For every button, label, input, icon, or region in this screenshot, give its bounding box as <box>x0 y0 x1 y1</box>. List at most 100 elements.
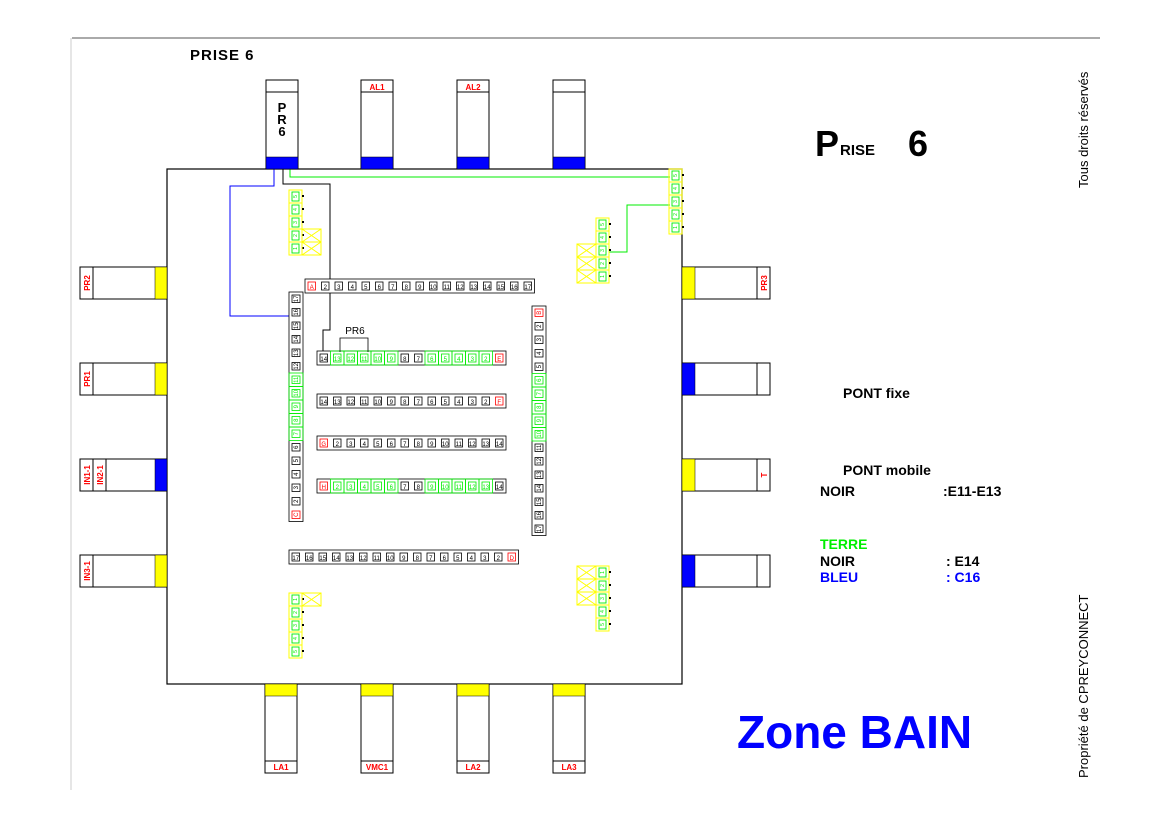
big-title-rest: RISE <box>840 142 875 159</box>
terminal-cell <box>373 481 382 491</box>
zone-title: Zone BAIN <box>737 706 972 758</box>
terminal-cell <box>346 353 355 363</box>
row-frame <box>316 435 507 451</box>
terminal-dot <box>302 221 304 223</box>
top-module-empty-3 <box>552 79 586 170</box>
blue-connector <box>456 156 490 170</box>
left-module-3: IN3-1 <box>79 554 168 588</box>
terminal-cell-label: A <box>310 285 314 291</box>
green-wire-right <box>609 204 670 253</box>
terminal-cell-label: 2 <box>497 556 501 562</box>
terminal-cell-label: 15 <box>319 556 326 562</box>
blue-connector <box>154 458 168 492</box>
terminal-cell <box>456 281 465 291</box>
terminal-dot <box>302 650 304 652</box>
terminal-dot <box>682 213 684 215</box>
module-body <box>264 683 298 774</box>
left-module-0: PR2 <box>79 266 168 300</box>
terminal-box <box>291 230 300 241</box>
terminal-label: 4 <box>600 236 606 239</box>
terminal-cell-label: 5 <box>364 285 368 291</box>
terminal-cell <box>415 281 424 291</box>
module-label: PR2 <box>83 275 92 291</box>
terminal-cell-label: 6 <box>430 400 434 406</box>
module-body <box>456 683 490 774</box>
green-cell-frame <box>478 350 493 366</box>
yellow-connector <box>456 683 490 697</box>
terminal-cell-label: 5 <box>456 556 460 562</box>
terminal-cell <box>426 552 435 562</box>
terminal-cell <box>468 353 477 363</box>
terminal-label: 5 <box>293 195 299 198</box>
terminal-cell <box>373 438 382 448</box>
module-label: LA1 <box>273 763 289 772</box>
terminal-cell <box>291 497 301 506</box>
terminal-cell-label: G <box>321 442 326 448</box>
terminal-cell <box>427 353 436 363</box>
empty-slot-cross <box>576 269 597 284</box>
empty-slot-cross <box>576 565 597 580</box>
terminal-cell-label: 14 <box>320 357 327 363</box>
terminal-cell <box>534 524 544 533</box>
terminal-label: 5 <box>600 623 606 626</box>
legend-noir2-label: NOIR <box>820 553 855 569</box>
terminal-cell <box>534 430 544 439</box>
terminal-cell-label: 9 <box>390 400 394 406</box>
terminal-box <box>598 606 607 617</box>
terminal-cell <box>495 438 504 448</box>
module-body <box>456 79 490 170</box>
terminal-cell-label: 4 <box>457 400 461 406</box>
module-label: T <box>760 472 769 477</box>
terminal-cell <box>360 353 369 363</box>
terminal-cell <box>345 552 354 562</box>
terminal-dot <box>609 249 611 251</box>
terminal-cell-label: 5 <box>294 458 300 462</box>
terminal-box <box>598 567 607 578</box>
empty-slot <box>576 591 597 606</box>
bottom-module-la3: LA3 <box>552 683 586 774</box>
empty-slot <box>576 269 597 284</box>
terminal-cell-label: 12 <box>294 362 300 369</box>
top-module-PR6: PR6 <box>265 79 299 170</box>
terminal-cell-label: 6 <box>378 285 382 291</box>
terminal-cell-label: 4 <box>363 442 367 448</box>
terminal-cell-label: 10 <box>374 357 381 363</box>
terminal-dot <box>609 571 611 573</box>
terminal-cell-label: 15 <box>497 285 504 291</box>
terminal-cell <box>496 281 505 291</box>
terminal-cell-label: 15 <box>294 322 300 329</box>
terminal-cell <box>440 552 449 562</box>
terminal-cell-label: 12 <box>469 485 476 491</box>
terminal-cell <box>360 396 369 406</box>
terminal-cell <box>321 281 330 291</box>
terminal-cell-label: 8 <box>417 442 421 448</box>
terminal-label: 3 <box>600 249 606 252</box>
terminal-cell-label: 10 <box>442 485 449 491</box>
terminal-cell <box>453 552 462 562</box>
terminal-cell-label: 4 <box>470 556 474 562</box>
terminal-cell <box>305 552 314 562</box>
terminal-cell <box>534 335 544 344</box>
terminal-cell <box>523 281 532 291</box>
terminal-box <box>598 258 607 269</box>
terminal-cell-label: C <box>294 512 300 517</box>
terminal-cell <box>534 457 544 466</box>
terminal-dot <box>609 262 611 264</box>
terminal-cell <box>413 552 422 562</box>
terminal-box <box>291 594 300 605</box>
terminal-cell <box>481 353 490 363</box>
terminal-cell-label: 15 <box>537 498 543 505</box>
legend-noir1-value: :E11-E13 <box>943 483 1002 499</box>
module-body <box>79 266 168 300</box>
empty-slot-cross <box>576 243 597 258</box>
legend-noir1-label: NOIR <box>820 483 855 499</box>
terminal-cell <box>373 353 382 363</box>
terminal-dot <box>302 195 304 197</box>
terminal-cell <box>534 362 544 371</box>
bridge-label: PR6 <box>345 326 365 337</box>
terminal-dot <box>609 610 611 612</box>
terminal-dot <box>682 226 684 228</box>
terminal-dot <box>302 611 304 613</box>
terminal-cell-label: 3 <box>294 485 300 489</box>
